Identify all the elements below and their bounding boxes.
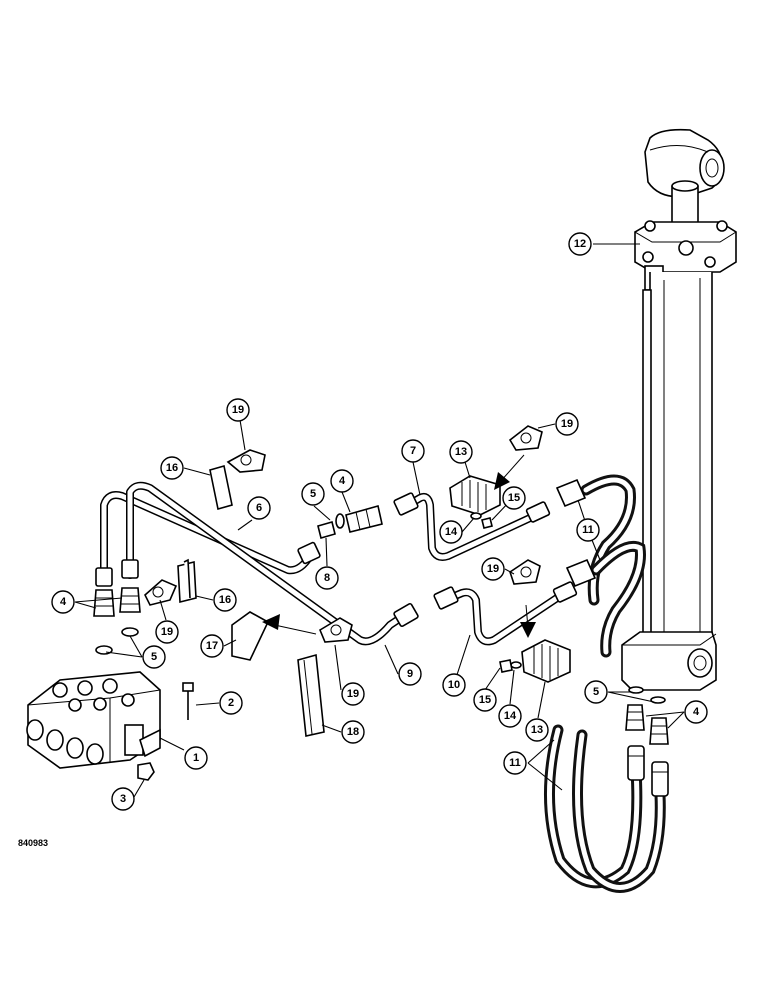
svg-text:1: 1 <box>193 752 199 764</box>
callout-13: 13 <box>449 440 473 464</box>
direction-arrows <box>262 454 536 638</box>
callout-19: 19 <box>155 620 179 644</box>
callout-4: 4 <box>51 590 75 614</box>
svg-text:14: 14 <box>445 526 458 538</box>
callout-16: 16 <box>160 456 184 480</box>
hydraulic-hoses <box>544 474 669 893</box>
part-callouts: 12 19 19 13 7 16 6 5 4 15 14 11 8 4 16 1… <box>51 232 708 811</box>
svg-text:10: 10 <box>448 679 460 691</box>
svg-text:17: 17 <box>206 640 218 652</box>
leader-lines <box>74 243 685 798</box>
callout-16: 16 <box>213 588 237 612</box>
callout-15: 15 <box>473 688 497 712</box>
callout-13: 13 <box>525 718 549 742</box>
svg-text:2: 2 <box>228 697 234 709</box>
svg-text:7: 7 <box>410 445 416 457</box>
callout-5: 5 <box>301 482 325 506</box>
callout-4: 4 <box>330 469 354 493</box>
callout-8: 8 <box>315 566 339 590</box>
hydraulic-cylinder <box>621 128 737 691</box>
svg-text:6: 6 <box>256 502 262 514</box>
callout-17: 17 <box>200 634 224 658</box>
svg-text:19: 19 <box>161 626 173 638</box>
callout-2: 2 <box>219 691 243 715</box>
control-valve <box>26 671 161 769</box>
callout-14: 14 <box>498 704 522 728</box>
svg-text:16: 16 <box>219 594 231 606</box>
svg-text:4: 4 <box>693 706 700 718</box>
svg-text:4: 4 <box>60 596 67 608</box>
svg-text:5: 5 <box>151 651 157 663</box>
svg-text:19: 19 <box>347 688 359 700</box>
svg-text:13: 13 <box>531 724 543 736</box>
svg-text:16: 16 <box>166 462 178 474</box>
svg-text:8: 8 <box>324 572 330 584</box>
callout-5: 5 <box>142 645 166 669</box>
fittings <box>93 505 669 745</box>
svg-text:13: 13 <box>455 446 467 458</box>
svg-text:12: 12 <box>574 238 586 250</box>
svg-text:15: 15 <box>508 492 520 504</box>
svg-text:15: 15 <box>479 694 491 706</box>
svg-text:9: 9 <box>407 668 413 680</box>
clamps <box>144 425 571 737</box>
callout-9: 9 <box>398 662 422 686</box>
callout-4: 4 <box>684 700 708 724</box>
svg-text:14: 14 <box>504 710 517 722</box>
callout-11: 11 <box>503 751 527 775</box>
callout-15: 15 <box>502 486 526 510</box>
callout-14: 14 <box>439 520 463 544</box>
svg-text:11: 11 <box>509 757 521 769</box>
callout-18: 18 <box>341 720 365 744</box>
callout-19: 19 <box>481 557 505 581</box>
callout-12: 12 <box>568 232 592 256</box>
svg-text:18: 18 <box>347 726 359 738</box>
svg-text:4: 4 <box>339 475 346 487</box>
callout-7: 7 <box>401 439 425 463</box>
svg-text:11: 11 <box>582 524 594 536</box>
callout-3: 3 <box>111 787 135 811</box>
callout-5: 5 <box>584 680 608 704</box>
svg-text:19: 19 <box>561 418 573 430</box>
nut <box>137 762 155 781</box>
svg-text:5: 5 <box>310 488 316 500</box>
callout-1: 1 <box>184 746 208 770</box>
svg-text:19: 19 <box>487 563 499 575</box>
callout-19: 19 <box>226 398 250 422</box>
rigid-tubes <box>95 481 578 646</box>
drawing-code: 840983 <box>18 838 48 848</box>
callout-19: 19 <box>341 682 365 706</box>
svg-text:5: 5 <box>593 686 599 698</box>
svg-text:3: 3 <box>120 793 126 805</box>
callout-10: 10 <box>442 673 466 697</box>
callout-11: 11 <box>576 518 600 542</box>
bolt <box>182 682 194 720</box>
svg-text:19: 19 <box>232 404 244 416</box>
callout-6: 6 <box>247 496 271 520</box>
callout-19: 19 <box>555 412 579 436</box>
